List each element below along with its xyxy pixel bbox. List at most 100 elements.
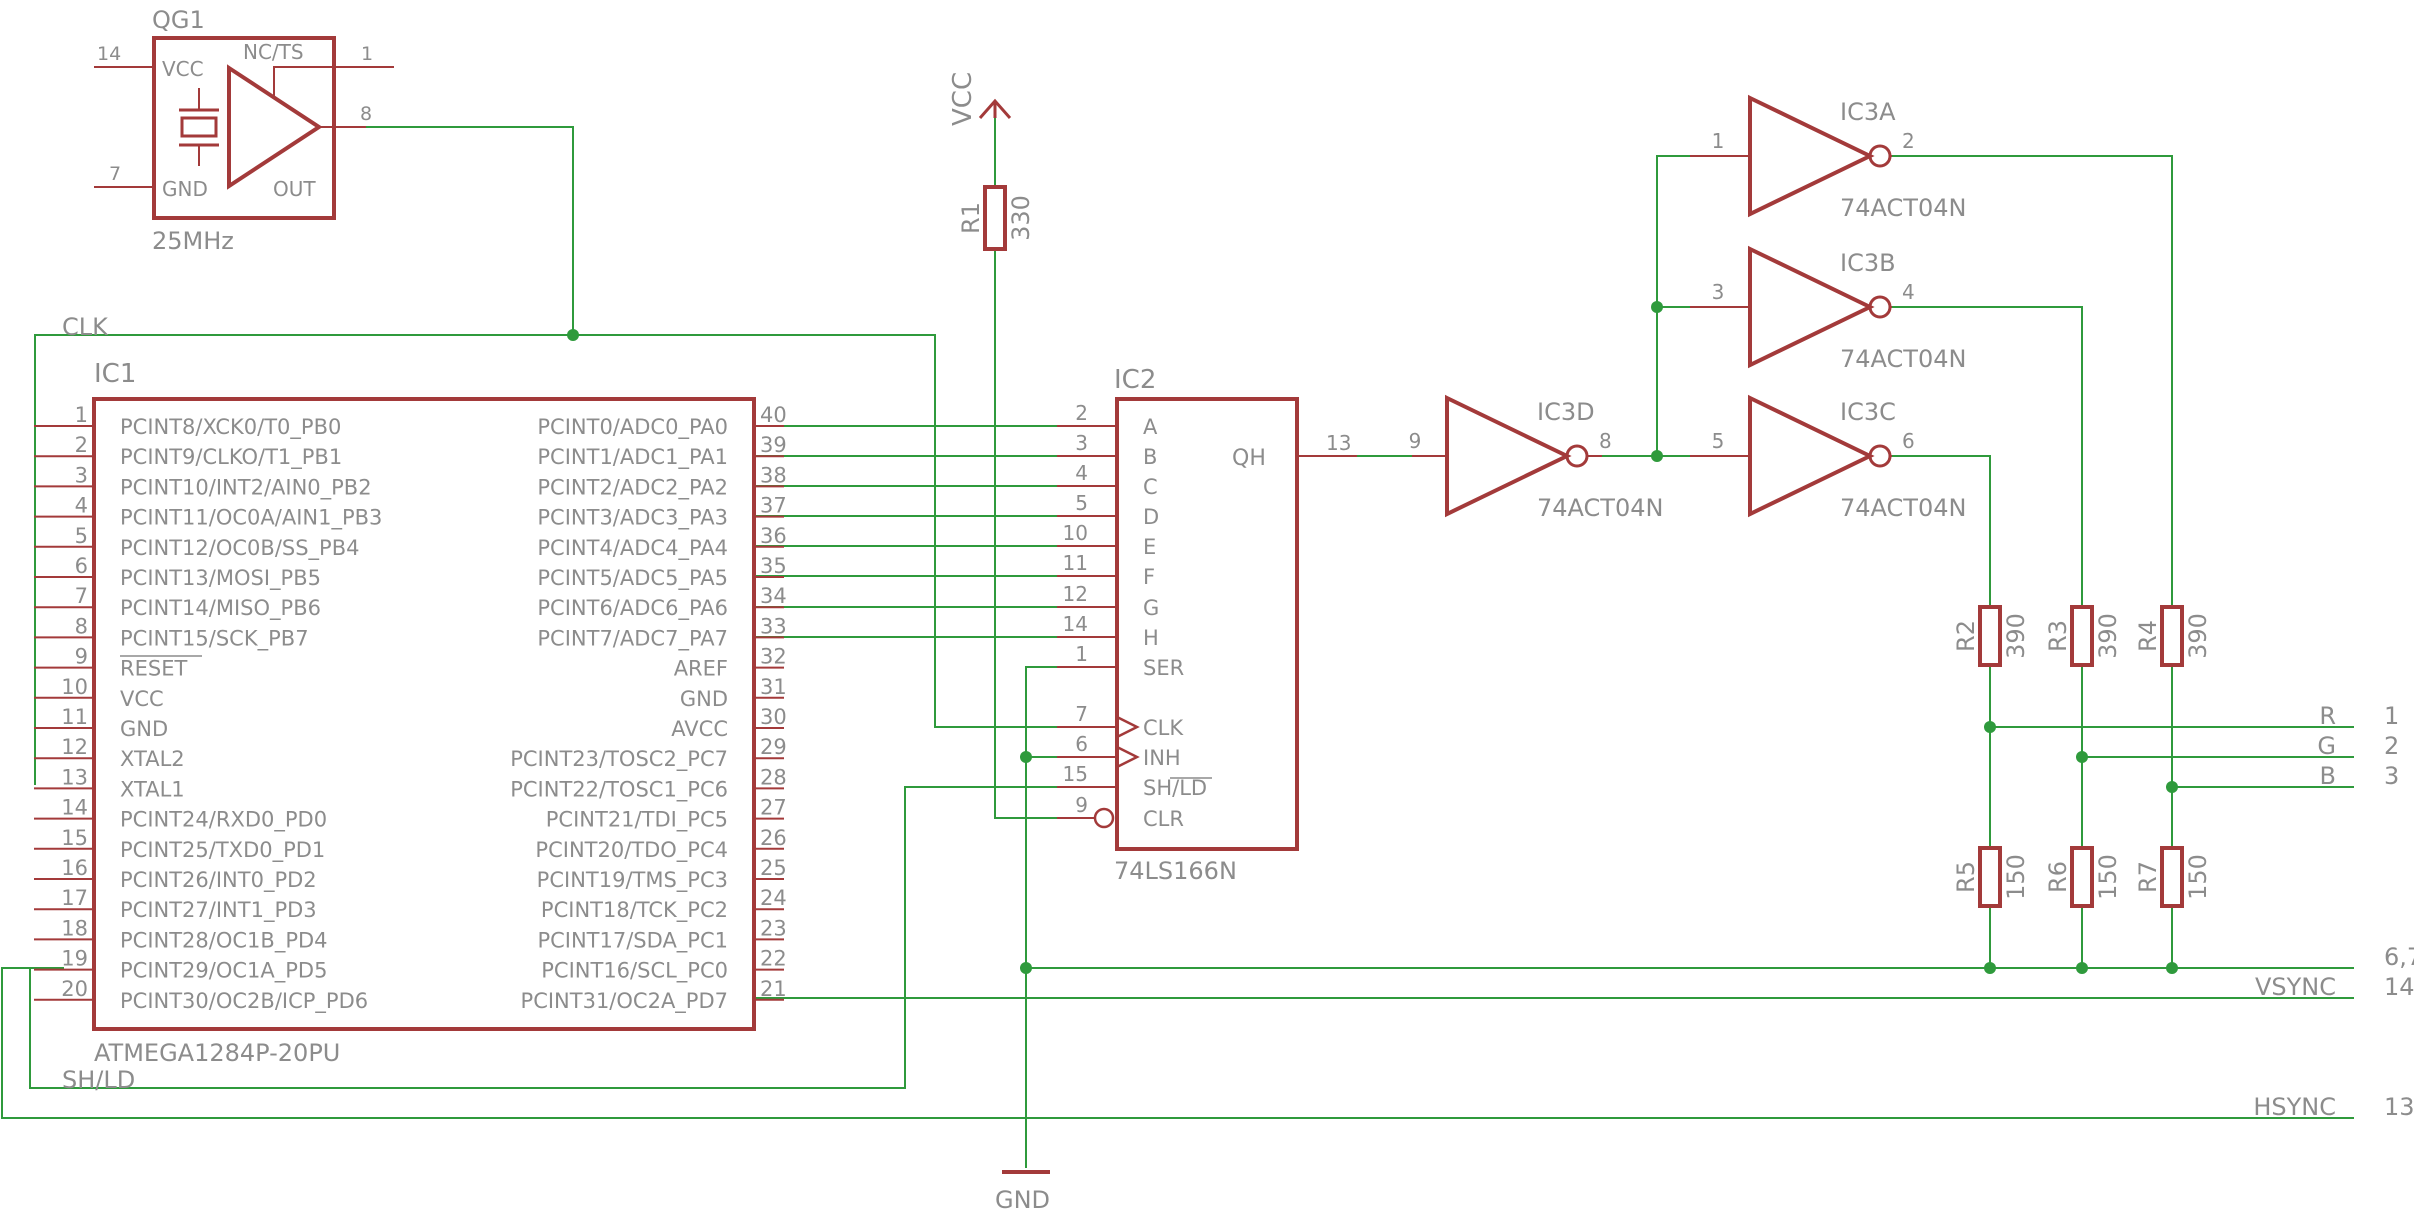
ic1-pin-number: 3 [75,463,88,487]
ic2-pin-number: 15 [1063,762,1088,786]
inversion-bubble-icon [1093,807,1115,829]
ic1-pin-name: PCINT31/OC2A_PD7 [521,989,728,1014]
wire-clk [34,334,1112,785]
ic1-pin-number: 12 [61,735,88,759]
connector-pin-number: 2 [2384,732,2399,760]
net-label-clk: CLK [62,313,109,341]
net-label-shld: SH/LD [62,1066,135,1094]
resistor-icon [1978,605,2002,667]
component-name: IC3A [1840,98,1896,126]
ic1-pin-name: PCINT15/SCK_PB7 [120,626,309,651]
pin-label: VCC [162,57,204,81]
junction [1984,721,1996,733]
pin-label: OUT [273,177,316,201]
ic1-pin-name: PCINT25/TXD0_PD1 [120,838,325,863]
ic1-pin-name: PCINT9/CLKO/T1_PB1 [120,445,342,470]
junction [2076,962,2088,974]
inverter-out-number: 8 [1599,429,1612,453]
inverter-in-number: 5 [1712,429,1725,453]
ic2-pin-name: CLR [1143,807,1184,831]
ic1-pin-name: PCINT2/ADC2_PA2 [537,475,728,500]
wire-ic3a-out [1892,155,2173,607]
vcc-supply: VCC [948,72,1012,126]
crystal-oscillator-qg1: QG1 25MHz VCC GND NC/TS OUT 14 7 1 8 [94,6,394,255]
ic1-pin-number: 26 [760,826,787,850]
component-value: 25MHz [152,227,234,255]
ic1-pin-number: 25 [760,856,787,880]
component-name: IC1 [94,359,136,389]
resistor-icon [2070,605,2094,667]
ic1-pin-name: PCINT3/ADC3_PA3 [537,506,728,531]
gnd-supply: GND [995,1170,1050,1214]
ic2-pin-name: F [1143,565,1155,589]
inverter-in-number: 1 [1712,129,1725,153]
component-value: 74ACT04N [1840,194,1966,222]
inverter-out-number: 2 [1902,129,1915,153]
shift-register-ic2: IC2 74LS166N 2A3B4C5D10E11F12G14H1SER7CL… [1057,365,1357,885]
component-value: 390 [2094,613,2122,659]
ic1-pin-number: 10 [61,675,88,699]
ic1-pin-number: 36 [760,524,787,548]
ic1-pin-number: 30 [760,705,787,729]
pin-ncts-lead [273,66,334,97]
ic1-pin-number: 18 [61,916,88,940]
component-value: 150 [2184,854,2212,900]
ic1-pin-name: RESET [120,657,187,681]
junction [2166,781,2178,793]
ic1-pin-name: PCINT29/OC1A_PD5 [120,959,327,984]
resistor-icon [983,185,1007,251]
ic2-pin-number: 10 [1063,521,1088,545]
ic1-pin-number: 32 [760,645,787,669]
connector-pin: HSYNC 13 [2253,1093,2414,1121]
ic1-pin-number: 20 [61,977,88,1001]
ic2-pin-name: INH [1143,746,1181,770]
connector-pin: 6,7,8,10 [2384,943,2414,971]
connector-label: HSYNC [2253,1093,2336,1121]
ic1-pin-name: PCINT4/ADC4_PA4 [537,536,728,561]
component-value: 390 [2002,613,2030,659]
ic1-pin-name: AVCC [671,717,728,741]
ic1-pin-number: 19 [61,947,88,971]
pin-number: 14 [97,43,121,65]
ic1-pin-name: PCINT21/TDI_PC5 [546,808,728,833]
ic1-pin-name: PCINT10/INT2/AIN0_PB2 [120,475,372,500]
ic1-pin-name: GND [680,687,728,711]
ic2-pin-name: SER [1143,656,1184,680]
vcc-label: VCC [948,72,978,126]
ic1-pin-number: 37 [760,494,787,518]
ic2-pin-name: E [1143,535,1156,559]
ic1-pin-number: 6 [75,554,88,578]
ic1-pin-number: 35 [760,554,787,578]
ic1-pin-name: PCINT0/ADC0_PA0 [537,415,728,440]
ic1-pin-name: PCINT8/XCK0/T0_PB0 [120,415,341,440]
wire-gnd-rail [1025,666,1112,1168]
ic2-pin-name: G [1143,596,1159,620]
ic1-pin-number: 14 [61,796,88,820]
ic1-pin-number: 9 [75,645,88,669]
clock-edge-icon [1116,745,1140,769]
ic1-pin-number: 11 [61,705,88,729]
junction [1020,751,1032,763]
ic1-pin-name: PCINT1/ADC1_PA1 [537,445,728,470]
ic1-pin-number: 22 [760,947,787,971]
ic1-pin-name: PCINT5/ADC5_PA5 [537,566,728,591]
ic1-pin-number: 40 [760,403,787,427]
pin-label: QH [1232,446,1266,471]
ic1-pin-number: 31 [760,675,787,699]
component-name: R6 [2044,861,2072,893]
ic1-pin-name: PCINT22/TOSC1_PC6 [510,777,728,802]
ic1-pin-name: VCC [120,687,164,711]
component-value: 74ACT04N [1840,494,1966,522]
resistor-icon [2070,846,2094,908]
connector-pin-number: 13 [2384,1093,2414,1121]
